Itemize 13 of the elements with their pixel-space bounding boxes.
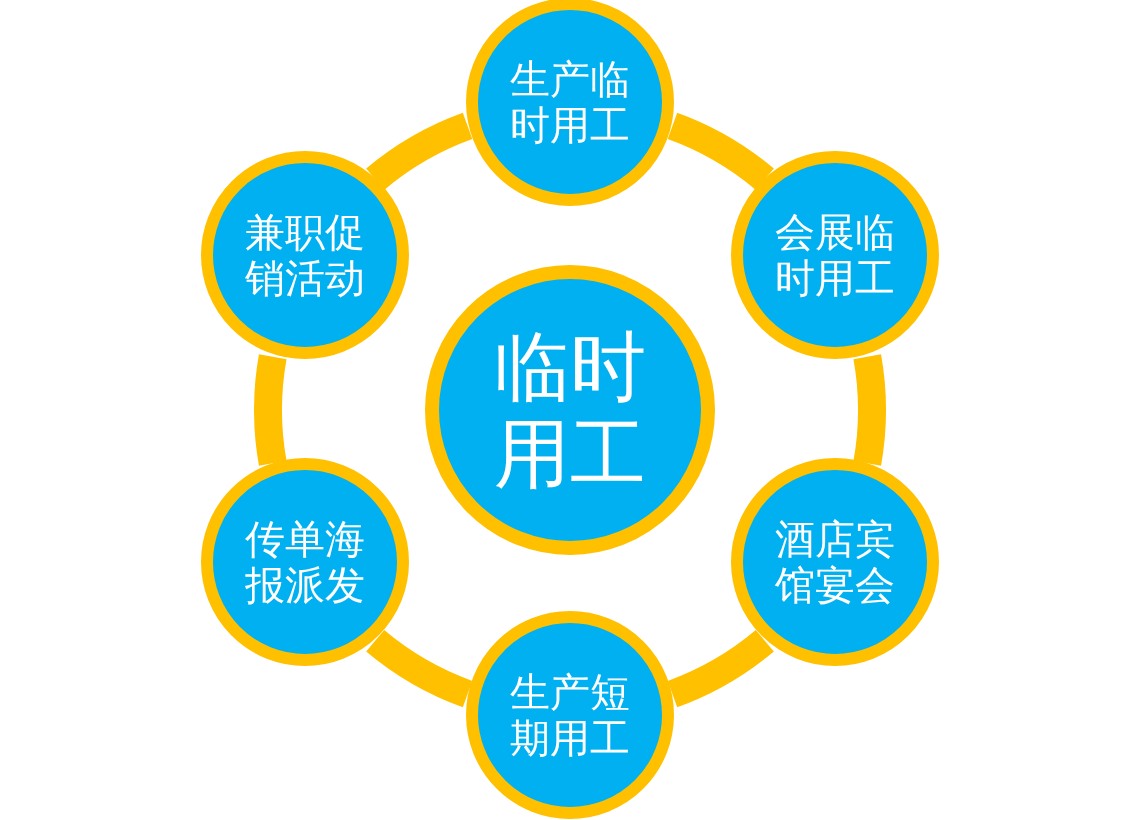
- ring-segment: [853, 354, 886, 466]
- node-label: 生产短期用工: [509, 669, 631, 761]
- node-label: 生产临时用工: [509, 56, 631, 148]
- ring-segment: [366, 112, 473, 191]
- node-label: 酒店宾馆宴会: [774, 516, 896, 608]
- ring-segment: [667, 112, 774, 191]
- node-label: 临时用工: [493, 322, 647, 498]
- node-label: 兼职促销活动: [244, 209, 366, 301]
- node-label: 传单海报派发: [244, 516, 366, 608]
- ring-segment: [254, 354, 287, 466]
- ring-segment: [667, 629, 774, 708]
- node-label: 会展临时用工: [774, 209, 896, 301]
- ring-segment: [366, 629, 473, 708]
